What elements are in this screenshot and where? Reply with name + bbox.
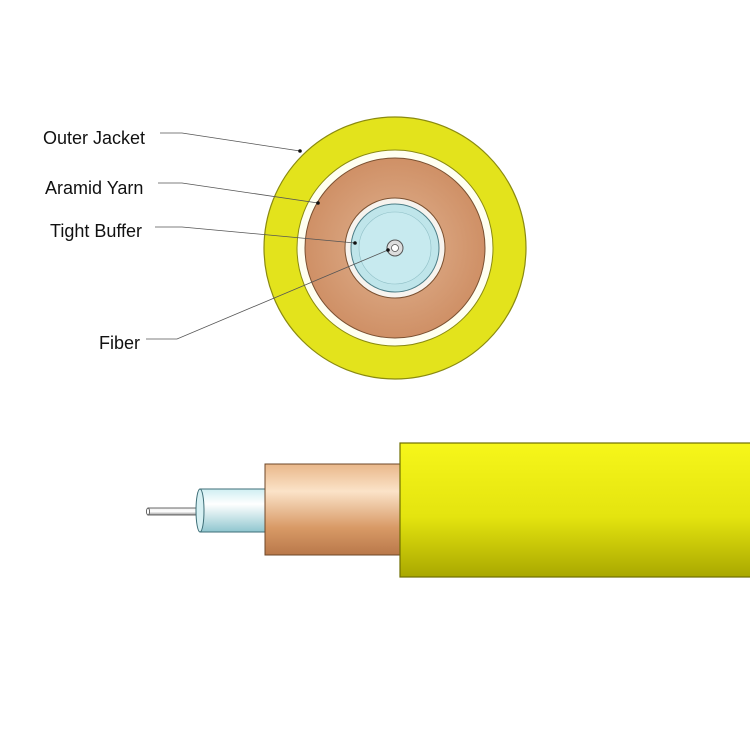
outer-jacket-label: Outer Jacket xyxy=(43,128,145,148)
side-tight-buffer xyxy=(199,488,267,533)
side-fiber xyxy=(147,507,201,516)
label-outer-jacket: Outer Jacket xyxy=(43,128,302,153)
fiber-leader xyxy=(146,249,389,340)
outer-jacket-pointer xyxy=(298,149,302,153)
side-outer-jacket xyxy=(399,442,750,578)
tight-buffer-pointer xyxy=(353,241,357,245)
tight-buffer-leader xyxy=(155,226,356,244)
side-view xyxy=(146,442,750,578)
side-tight-buffer-end xyxy=(195,488,205,533)
aramid-yarn-label: Aramid Yarn xyxy=(45,178,143,198)
label-fiber: Fiber xyxy=(99,248,390,353)
label-tight-buffer: Tight Buffer xyxy=(50,221,357,245)
fiber-pointer xyxy=(386,248,390,252)
cross-section xyxy=(263,116,527,380)
side-fiber-end xyxy=(146,507,150,516)
aramid-yarn-leader xyxy=(158,182,319,204)
aramid-yarn-pointer xyxy=(316,201,320,205)
label-aramid-yarn: Aramid Yarn xyxy=(45,178,320,205)
side-aramid-yarn xyxy=(264,463,403,556)
fiber-core xyxy=(391,244,399,252)
fiber-label: Fiber xyxy=(99,333,140,353)
tight-buffer-label: Tight Buffer xyxy=(50,221,142,241)
outer-jacket-leader xyxy=(160,132,301,152)
